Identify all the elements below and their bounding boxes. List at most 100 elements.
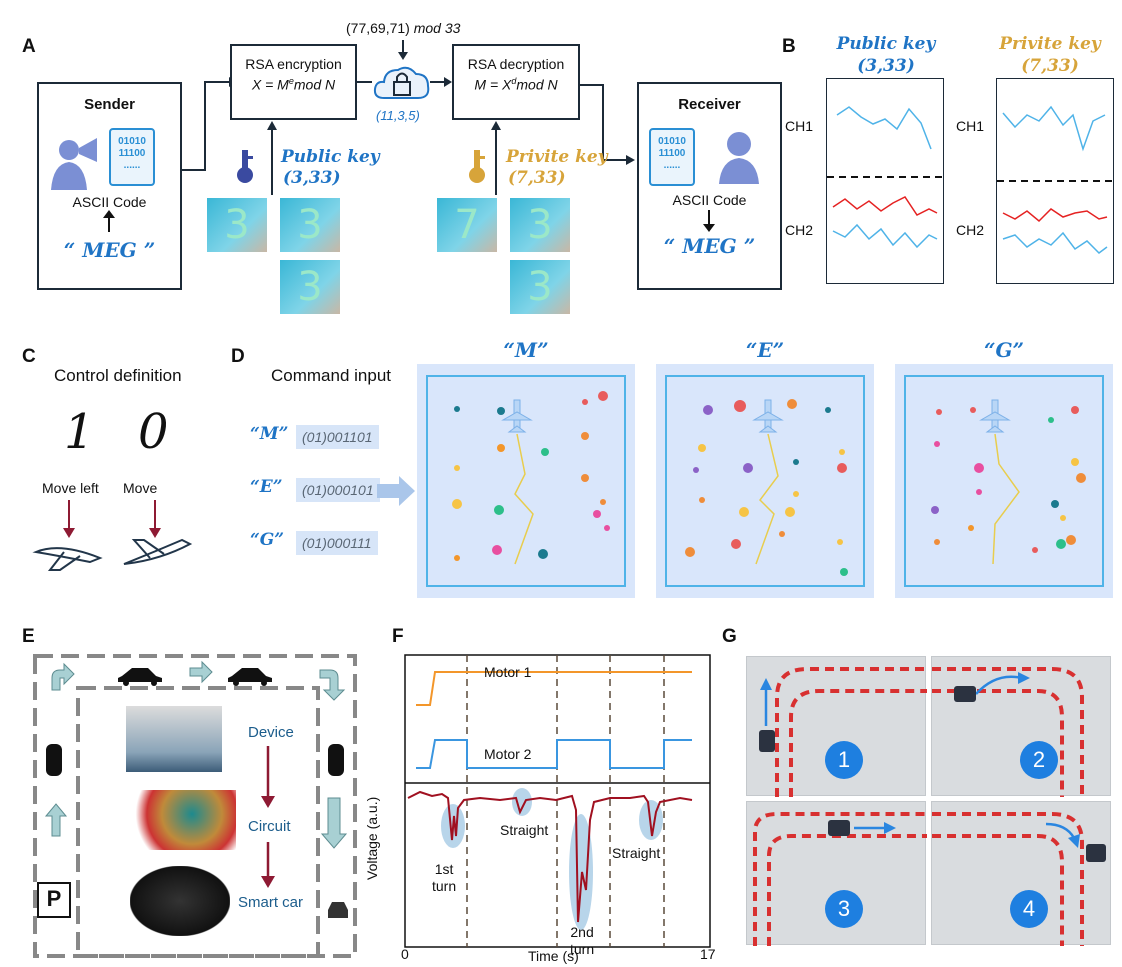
panel-label-g: G xyxy=(722,626,737,647)
move-left-label: Move left xyxy=(42,480,99,496)
flow-arrows xyxy=(261,746,275,888)
receiver-title: Receiver xyxy=(678,96,741,113)
rsa-encryption-box: RSA encryption X = Memod N xyxy=(230,44,357,120)
public-signal-box xyxy=(826,78,944,284)
digit-one: 1 xyxy=(64,404,95,460)
robot-car-icon xyxy=(759,730,775,752)
device-label: Device xyxy=(248,724,294,741)
b-private-value: (7,33) xyxy=(1021,56,1079,76)
control-definition-title: Control definition xyxy=(54,366,182,385)
airplanes-arrows xyxy=(32,500,193,571)
binary-line: 11100 xyxy=(118,148,146,159)
enc-title: RSA encryption xyxy=(245,56,342,72)
command-arrow-icon xyxy=(377,476,415,506)
panel-f-plot xyxy=(404,654,711,948)
game-screen-e xyxy=(656,364,874,598)
gesture-photo: 3 xyxy=(207,198,267,252)
panel-label-c: C xyxy=(22,346,36,367)
game-field xyxy=(426,375,626,587)
up-arrow-icon xyxy=(44,803,68,837)
robot-car-icon xyxy=(1086,844,1106,862)
cloud-lock-icon xyxy=(373,66,430,99)
arrow-icon xyxy=(189,660,213,684)
game-field xyxy=(904,375,1104,587)
plane-icon xyxy=(501,399,533,433)
first-turn-line: 1st xyxy=(434,861,454,877)
down-arrow xyxy=(708,210,710,226)
receiver-message: “ MEG ” xyxy=(663,234,756,258)
command-input-title: Command input xyxy=(271,366,392,385)
first-turn-line: turn xyxy=(432,878,457,894)
panel-label-f: F xyxy=(392,626,404,647)
rsa-decryption-box: RSA decryption M = Xdmod N xyxy=(452,44,580,120)
device-photo xyxy=(126,706,222,772)
step-badge: 2 xyxy=(1020,741,1058,779)
private-signal-traces xyxy=(997,105,1112,254)
car-vertical-icon xyxy=(328,744,344,776)
enc-formula-main: X = M xyxy=(251,76,289,93)
gesture-photo: 3 xyxy=(510,198,570,252)
second-turn-line: 2nd xyxy=(570,924,594,940)
x-tick-min: 0 xyxy=(401,946,409,962)
turn-arrow-icon xyxy=(51,662,75,691)
receiver-ascii-label: ASCII Code xyxy=(672,192,747,208)
binary-line: ...... xyxy=(663,160,681,171)
command-code: (01)001101 xyxy=(296,425,379,449)
person-megaphone-icon xyxy=(51,138,97,190)
step-badge: 4 xyxy=(1010,890,1048,928)
enc-formula-tail: mod N xyxy=(293,76,336,93)
gesture-photo: 3 xyxy=(280,198,340,252)
enc-formula: X = Memod N xyxy=(232,76,355,93)
command-code: (01)000111 xyxy=(296,531,378,555)
y-axis-label: Voltage (a.u.) xyxy=(364,796,380,880)
gesture-digit: 3 xyxy=(297,202,323,248)
dec-exponent: d xyxy=(511,76,517,86)
dec-formula-main: M = X xyxy=(474,76,512,93)
private-key-value: (7,33) xyxy=(508,168,566,188)
binary-line: 01010 xyxy=(658,136,686,147)
up-arrow xyxy=(108,214,110,232)
track-photo-1: 1 xyxy=(746,656,927,797)
straight-label-2: Straight xyxy=(612,845,661,861)
dec-formula-tail: mod N xyxy=(516,76,558,93)
sender-title: Sender xyxy=(84,96,135,113)
smart-car-label: Smart car xyxy=(238,894,304,911)
cipher-text: (77,69,71) mod 33 xyxy=(346,20,460,36)
plane-icon xyxy=(979,399,1011,433)
panel-label-b: B xyxy=(782,36,796,57)
sender-ascii-label: ASCII Code xyxy=(72,194,147,210)
command-letter: “E” xyxy=(250,477,283,497)
down-arrow-icon xyxy=(320,797,348,849)
b-private-title: Privite key xyxy=(999,34,1101,54)
second-turn-line: turn xyxy=(570,941,595,957)
track-photo-4: 4 xyxy=(931,801,1111,946)
b-public-ch1: CH1 xyxy=(785,118,814,134)
b-public-value: (3,33) xyxy=(857,56,915,76)
robot-car-icon xyxy=(954,686,976,702)
game-screen-g xyxy=(895,364,1113,598)
panel-e-track xyxy=(33,654,357,958)
game-title: “G” xyxy=(983,338,1025,362)
game-title: “E” xyxy=(745,338,785,362)
panel-label-e: E xyxy=(22,626,35,647)
step-badge: 3 xyxy=(825,890,863,928)
gesture-photo: 3 xyxy=(280,260,340,314)
command-letter: “G” xyxy=(250,530,285,550)
robot-car-icon xyxy=(828,820,850,836)
car-icon xyxy=(118,668,162,686)
move-label: Move xyxy=(123,480,158,496)
track-path xyxy=(753,812,927,946)
receiver-box: Receiver 01010 11100 ...... ASCII Code “… xyxy=(637,82,782,290)
car-icon xyxy=(228,668,272,686)
down-arrow-head xyxy=(703,224,715,232)
car-vertical-icon xyxy=(46,744,62,776)
enc-exponent: e xyxy=(288,76,294,86)
gesture-digit: 3 xyxy=(224,202,250,248)
circuit-photo xyxy=(126,790,236,850)
binary-document-icon: 01010 11100 ...... xyxy=(109,128,155,186)
b-public-ch2: CH2 xyxy=(785,222,814,238)
gesture-digit: 3 xyxy=(527,202,553,248)
track-photo-2: 2 xyxy=(931,656,1111,797)
